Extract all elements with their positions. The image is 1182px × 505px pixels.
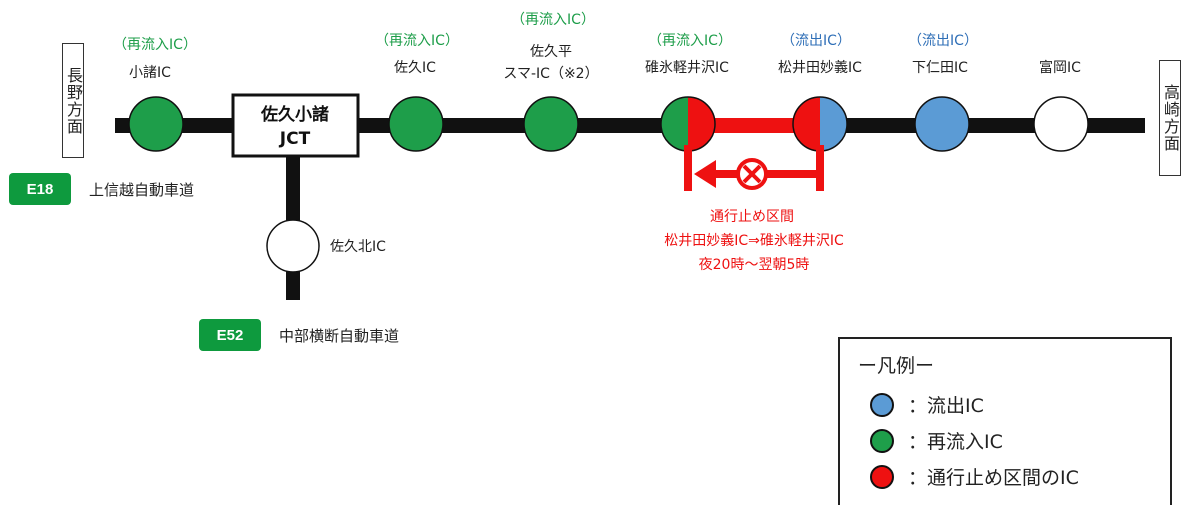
expressway-main-line [115,118,1145,133]
route-e52: E52 中部横断自動車道 [199,319,399,351]
closure-section-line [688,118,820,133]
ic-marker-closed-half [688,97,715,151]
direction-right-label: 高崎方面 [1161,84,1180,152]
ic-tag: （再流入IC） [511,12,595,28]
closure-arrow [684,145,824,191]
ic-marker-exit-half [820,97,847,151]
junction-box [231,93,360,158]
legend-item-reentry: ：再流入IC [870,427,1003,454]
ic-tag: （再流入IC） [648,33,732,49]
ic-saku-kita: 佐久北IC [266,219,386,273]
route-e18: E18 上信越自動車道 [9,173,194,205]
ic-marker-reentry [388,96,444,152]
ic-name: 下仁田IC [912,60,968,76]
legend-label-closed: ：通行止め区間のIC [908,467,1079,489]
legend-label-reentry: ：再流入IC [908,431,1003,453]
ic-name: 佐久平 [530,44,572,60]
ic-name: 松井田妙義IC [778,59,862,76]
legend-title: ー凡例ー [858,355,935,377]
legend-swatch-closed [870,464,894,489]
closure-label-2: 松井田妙義IC⇒碓氷軽井沢IC [664,232,844,249]
ic-name: 碓氷軽井沢IC [645,60,729,76]
legend-box: ー凡例ー ：流出IC ：再流入IC ：通行止め区間のIC [838,337,1172,505]
junction-label-2: JCT [279,129,311,149]
ic-tag: （流出IC） [908,33,978,49]
ic-tag: （再流入IC） [375,33,459,49]
ic-name: 富岡IC [1039,59,1081,76]
ic-marker-closed-half [793,97,820,151]
route-name-e52: 中部横断自動車道 [279,326,400,345]
closure-arrow-head [694,160,716,188]
ic-matsuida-myogi: （流出IC） 松井田妙義IC [778,33,862,152]
direction-right-box: 高崎方面 [1159,60,1181,176]
ic-saku: （再流入IC） 佐久IC [375,33,459,152]
junction-label-1: 佐久小諸 [260,104,329,125]
closure-label-1: 通行止め区間 [710,209,794,225]
closure-label-3: 夜20時～翌朝5時 [699,257,810,273]
closure-bracket-right [816,145,824,191]
direction-left-box: 長野方面 [62,43,84,158]
ic-name: 佐久IC [394,60,436,76]
ic-usui-karuizawa: （再流入IC） 碓氷軽井沢IC [645,33,732,152]
ic-shimonita: （流出IC） 下仁田IC [908,33,978,152]
legend-label-exit: ：流出IC [908,395,984,417]
direction-left-label: 長野方面 [64,66,83,135]
ic-name-2: スマ-IC（※2） [503,66,598,82]
no-entry-cross-2 [742,164,762,184]
route-badge-e18: E18 [9,173,71,205]
ic-sakudaira: （再流入IC） 佐久平 スマ-IC（※2） [503,12,599,152]
ic-name: 佐久北IC [330,239,386,255]
ic-name: 小諸IC [129,65,171,81]
legend-swatch-exit [870,392,894,417]
ic-marker-reentry [128,96,184,152]
ic-marker-reentry-half [661,97,688,151]
ic-tag: （再流入IC） [113,37,197,53]
ic-komoro: （再流入IC） 小諸IC [113,37,197,152]
ic-marker-reentry [523,96,579,152]
legend-item-closed: ：通行止め区間のIC [870,463,1079,490]
route-name-e18: 上信越自動車道 [89,180,195,199]
closure-bracket-left [684,145,692,191]
legend-swatch-reentry [870,428,894,453]
ic-marker-plain [266,219,320,273]
legend-item-exit: ：流出IC [870,391,984,418]
route-badge-e52: E52 [199,319,261,351]
ic-tomioka: 富岡IC [1033,59,1089,152]
ic-marker-plain [1033,96,1089,152]
ic-tag: （流出IC） [781,33,851,49]
ic-marker-exit [914,96,970,152]
